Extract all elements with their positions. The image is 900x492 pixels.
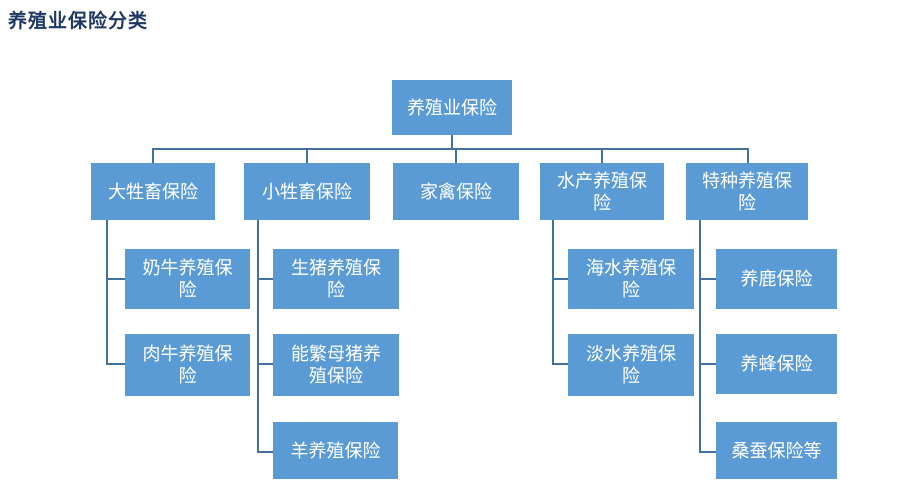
connector-branch-4-stub-0 — [699, 278, 716, 280]
node-large-livestock-insurance: 大牲畜保险 — [91, 163, 215, 220]
connector-level2-rail — [152, 148, 749, 150]
node-beef-cattle-insurance: 肉牛养殖保险 — [125, 334, 250, 396]
connector-branch-3-descender — [552, 220, 554, 365]
connector-root-trunk — [451, 135, 453, 149]
connector-branch-1-stub-2 — [257, 451, 273, 453]
node-deer-farming-insurance: 养鹿保险 — [716, 249, 837, 309]
node-small-livestock-insurance: 小牲畜保险 — [244, 163, 370, 220]
connector-drop-branch-1 — [306, 148, 308, 163]
node-poultry-insurance: 家禽保险 — [393, 163, 519, 220]
node-aquatic-farming-insurance: 水产养殖保险 — [540, 163, 664, 220]
connector-branch-4-stub-1 — [699, 363, 716, 365]
node-dairy-cattle-insurance: 奶牛养殖保险 — [125, 249, 250, 309]
node-silkworm-insurance-etc: 桑蚕保险等 — [716, 422, 837, 479]
connector-branch-3-stub-0 — [552, 278, 568, 280]
node-freshwater-aquaculture-insurance: 淡水养殖保险 — [568, 334, 694, 396]
connector-drop-branch-4 — [747, 148, 749, 163]
connector-branch-0-descender — [106, 220, 108, 365]
node-breeding-sow-insurance: 能繁母猪养殖保险 — [273, 334, 399, 396]
connector-branch-4-stub-2 — [699, 451, 716, 453]
page-title: 养殖业保险分类 — [8, 11, 149, 32]
connector-branch-0-stub-1 — [106, 363, 125, 365]
node-sheep-farming-insurance: 羊养殖保险 — [273, 422, 398, 479]
node-bee-keeping-insurance: 养蜂保险 — [716, 334, 837, 394]
connector-branch-4-descender — [699, 220, 701, 453]
connector-branch-0-stub-0 — [106, 278, 125, 280]
connector-drop-branch-2 — [455, 148, 457, 163]
node-special-farming-insurance: 特种养殖保险 — [686, 163, 808, 220]
connector-branch-1-stub-1 — [257, 363, 273, 365]
connector-branch-1-descender — [257, 220, 259, 453]
connector-branch-1-stub-0 — [257, 278, 273, 280]
node-marine-aquaculture-insurance: 海水养殖保险 — [568, 249, 694, 309]
connector-drop-branch-3 — [601, 148, 603, 163]
connector-drop-branch-0 — [152, 148, 154, 163]
node-root-aquaculture-insurance: 养殖业保险 — [392, 80, 512, 135]
connector-branch-3-stub-1 — [552, 363, 568, 365]
node-hog-farming-insurance: 生猪养殖保险 — [273, 249, 399, 309]
